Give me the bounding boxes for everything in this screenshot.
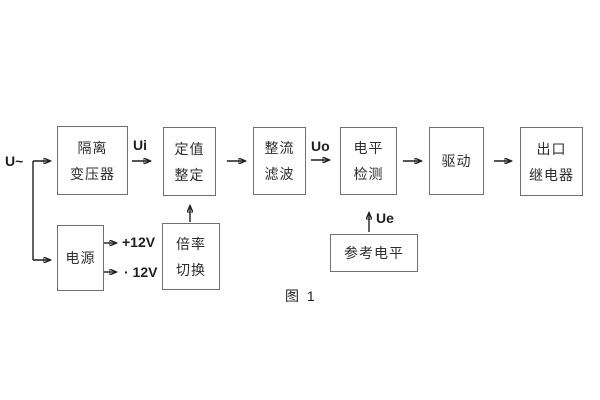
- box-ratio-switch-line1: 倍率: [176, 235, 206, 252]
- signal-label-ue: Ue: [376, 210, 394, 226]
- box-level-detector-line1: 电平: [353, 140, 384, 156]
- box-setting: 定值 整定: [163, 127, 216, 196]
- box-drive: 驱动: [429, 127, 484, 195]
- box-reference-level: 参考电平: [330, 234, 418, 272]
- box-isolation-transformer-line2: 变压器: [70, 165, 115, 182]
- box-rectifier-filter: 整流 滤波: [253, 127, 306, 195]
- signal-label-input-voltage: U~: [5, 153, 24, 169]
- figure-caption: 图 1: [285, 288, 317, 304]
- box-output-relay-line2: 继电器: [529, 166, 574, 183]
- box-drive-label: 驱动: [441, 153, 472, 169]
- box-power-supply: 电源: [57, 225, 104, 291]
- box-level-detector-line2: 检测: [353, 166, 384, 182]
- signal-label-plus12v: +12V: [122, 234, 156, 250]
- box-output-relay-line1: 出口: [536, 140, 567, 157]
- signal-label-uo: Uo: [311, 138, 330, 154]
- box-ratio-switch-line2: 切换: [176, 261, 206, 278]
- box-setting-line1: 定值: [174, 140, 205, 157]
- box-rectifier-filter-line1: 整流: [264, 140, 295, 156]
- box-level-detector: 电平 检测: [340, 127, 397, 195]
- box-setting-line2: 整定: [174, 166, 205, 183]
- box-reference-level-label: 参考电平: [344, 245, 404, 261]
- signal-label-ui: Ui: [133, 137, 147, 153]
- box-ratio-switch: 倍率 切换: [162, 223, 220, 290]
- box-output-relay: 出口 继电器: [520, 127, 583, 196]
- box-power-supply-label: 电源: [65, 250, 96, 266]
- signal-label-minus12v: · 12V: [124, 264, 158, 280]
- box-isolation-transformer: 隔离 变压器: [57, 126, 128, 195]
- box-isolation-transformer-line1: 隔离: [77, 139, 108, 156]
- box-rectifier-filter-line2: 滤波: [264, 166, 295, 182]
